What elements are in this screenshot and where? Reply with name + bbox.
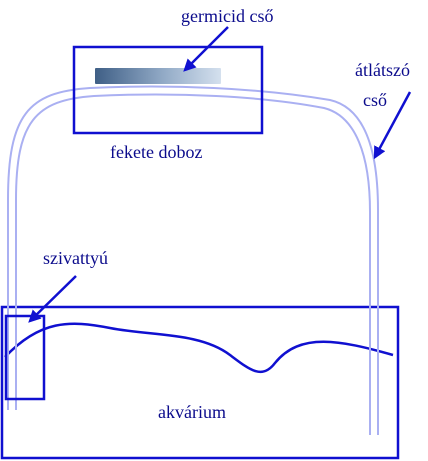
water-surface (4, 322, 394, 374)
pump-box (4, 314, 46, 401)
label-akvarium: akvárium (158, 402, 226, 422)
germicidal-lamp (95, 68, 221, 84)
arrow-germicid (183, 26, 229, 72)
aquarium-tank (0, 305, 400, 460)
label-fekete-doboz: fekete doboz (110, 142, 202, 162)
label-germicid-cso: germicid cső (181, 6, 273, 26)
label-atlatszo: átlátszó (355, 60, 410, 80)
label-szivattyu: szivattyú (43, 248, 108, 268)
transparent-tube (7, 85, 379, 435)
label-cso: cső (363, 90, 387, 110)
arrow-tube (373, 91, 412, 160)
black-box (72, 45, 264, 135)
arrow-pump (28, 275, 77, 323)
